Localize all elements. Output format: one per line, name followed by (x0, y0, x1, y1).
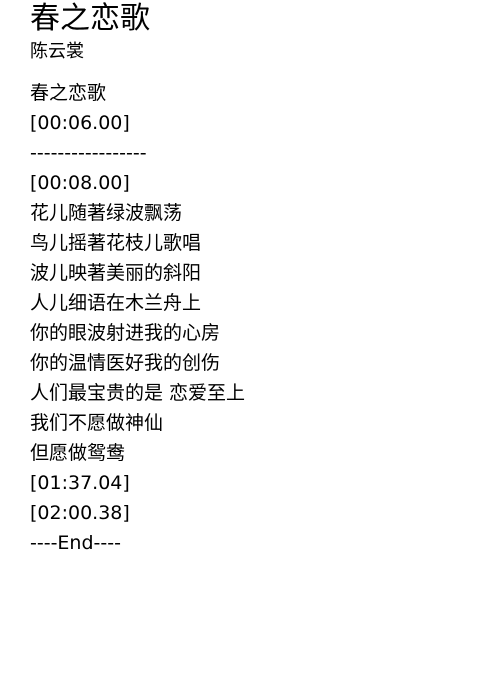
lyric-line: 你的温情医好我的创伤 (30, 352, 221, 374)
song-title: 春之恋歌 (30, 1, 150, 36)
lyric-line: 春之恋歌 (30, 82, 107, 104)
lyrics-list: 春之恋歌 [00:06.00] ----------------- [00:08… (30, 78, 500, 558)
lyric-line: ----End---- (30, 532, 121, 554)
lyric-line: 鸟儿摇著花枝儿歌唱 (30, 232, 202, 254)
lyric-line: 花儿随著绿波飘荡 (30, 202, 183, 224)
lyric-line: [00:08.00] (30, 172, 130, 194)
lyric-line: [00:06.00] (30, 112, 130, 134)
song-artist: 陈云裳 (30, 41, 84, 62)
lyric-line: [01:37.04] (30, 472, 130, 494)
lyric-line: 你的眼波射进我的心房 (30, 322, 221, 344)
lyric-line: 人儿细语在木兰舟上 (30, 292, 202, 314)
lyric-line: [02:00.38] (30, 502, 130, 524)
lyric-line: 波儿映著美丽的斜阳 (30, 262, 202, 284)
lyric-line: 人们最宝贵的是 恋爱至上 (30, 382, 246, 404)
lyric-line: ----------------- (30, 142, 147, 164)
lyric-line: 但愿做鸳鸯 (30, 442, 126, 464)
lyric-line: 我们不愿做神仙 (30, 412, 164, 434)
